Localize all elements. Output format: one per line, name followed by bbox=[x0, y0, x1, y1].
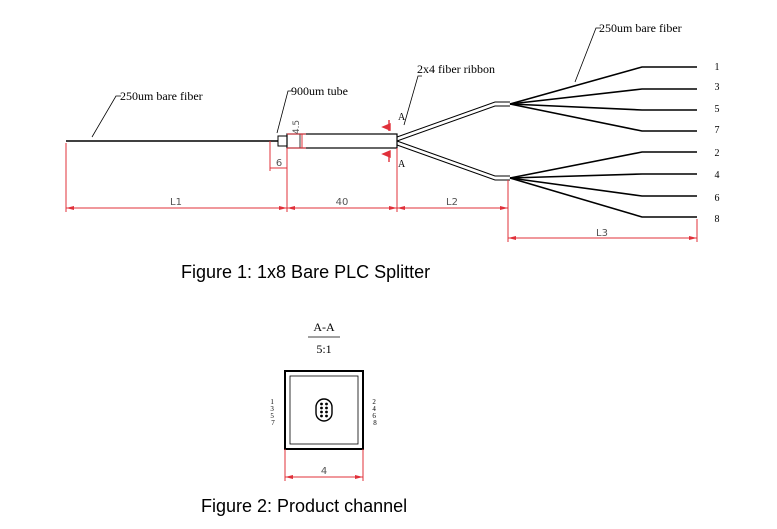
tube-stub bbox=[277, 135, 288, 147]
channel-label-2: 2 bbox=[715, 148, 720, 159]
dimension-text-l1: L1 bbox=[170, 197, 182, 208]
section-marker-top-arrow bbox=[381, 122, 391, 132]
ribbon-lower-inner bbox=[396, 144, 510, 181]
arrow-l2-right bbox=[500, 206, 508, 210]
fiber-ribbon-pill bbox=[315, 398, 333, 422]
leader-bare-fiber-left bbox=[91, 95, 121, 138]
ribbon-upper bbox=[396, 101, 510, 138]
fanout-lower bbox=[509, 151, 697, 218]
splitter-body bbox=[286, 133, 398, 149]
arrow-40-left bbox=[287, 206, 295, 210]
ribbon-lower bbox=[396, 140, 510, 177]
section-marker-bottom-arrow bbox=[381, 149, 391, 159]
channel-label-5: 5 bbox=[715, 104, 720, 115]
channel-label-7: 7 bbox=[715, 125, 720, 136]
section-label-a-bottom: A bbox=[398, 159, 406, 170]
dimension-text-l2: L2 bbox=[446, 197, 458, 208]
dimension-text-6: 6 bbox=[276, 158, 282, 169]
channel-label-8: 8 bbox=[715, 214, 720, 225]
fanout-upper bbox=[509, 66, 697, 132]
section-title: A-A bbox=[313, 320, 335, 334]
channel-label-3: 3 bbox=[715, 82, 720, 93]
left-channel-order: 1 3 5 7 bbox=[270, 398, 275, 427]
arrow-40-right bbox=[389, 206, 397, 210]
channel-label-4: 4 bbox=[715, 170, 720, 181]
dimension-text-4-5: 4.5 bbox=[292, 120, 302, 134]
label-900um-tube: 900um tube bbox=[291, 84, 348, 98]
arrow-l3-left bbox=[508, 236, 516, 240]
arrow-l3-right bbox=[689, 236, 697, 240]
fig2-arrow-right bbox=[355, 475, 363, 479]
arrow-l1-left bbox=[66, 206, 74, 210]
label-bare-fiber-right: 250um bare fiber bbox=[599, 21, 682, 35]
fiber-cores bbox=[320, 402, 328, 418]
ribbon-upper-inner bbox=[396, 105, 510, 142]
leader-bare-fiber-right bbox=[574, 27, 601, 83]
leader-ribbon bbox=[403, 75, 422, 126]
arrow-l2-left bbox=[397, 206, 405, 210]
dimension-text-40: 40 bbox=[336, 197, 349, 208]
section-scale: 5:1 bbox=[316, 342, 331, 356]
label-2x4-fiber-ribbon: 2x4 fiber ribbon bbox=[417, 62, 495, 76]
section-label-a-top: A bbox=[398, 112, 406, 123]
dimension-text-l3: L3 bbox=[596, 228, 608, 239]
arrow-l1-right bbox=[279, 206, 287, 210]
label-bare-fiber-left: 250um bare fiber bbox=[120, 89, 203, 103]
figure1-caption: Figure 1: 1x8 Bare PLC Splitter bbox=[181, 262, 430, 282]
fig2-arrow-left bbox=[285, 475, 293, 479]
channel-label-1: 1 bbox=[715, 62, 720, 73]
leader-tube bbox=[276, 90, 292, 134]
fig2-dimension-text-4: 4 bbox=[321, 466, 327, 477]
channel-label-6: 6 bbox=[715, 193, 720, 204]
figure2-caption: Figure 2: Product channel bbox=[201, 496, 407, 516]
right-channel-order: 2 4 6 8 bbox=[372, 398, 377, 427]
